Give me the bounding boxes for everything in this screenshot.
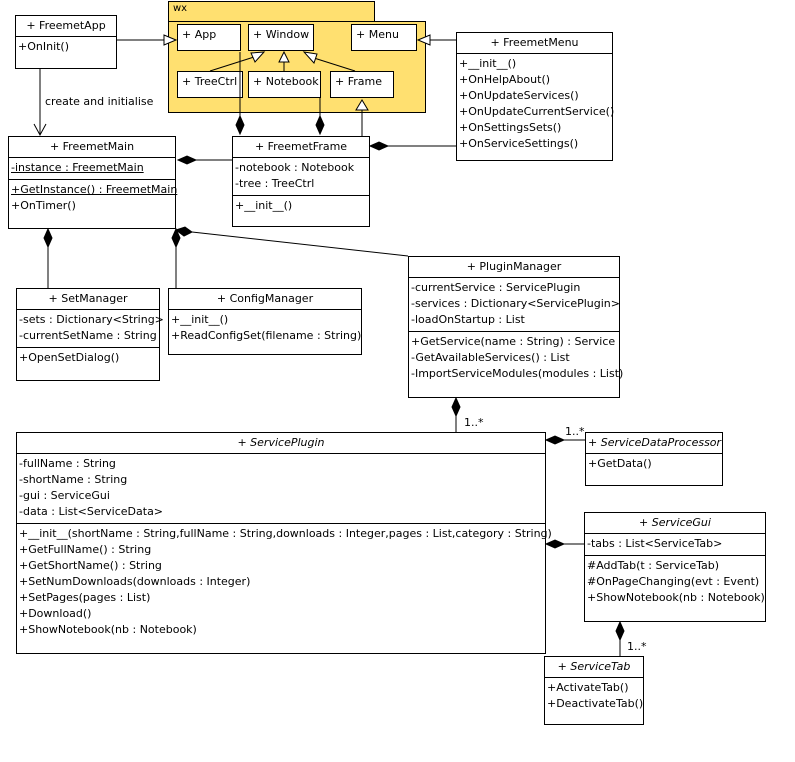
class-freemet-menu[interactable]: + FreemetMenu +__init__() +OnHelpAbout()…: [456, 32, 615, 161]
method: +SetNumDownloads(downloads : Integer): [19, 575, 251, 588]
class-notebook[interactable]: + Notebook: [248, 71, 321, 98]
hollow-triangle-icon: [416, 34, 431, 46]
method: +GetShortName() : String: [19, 559, 162, 572]
attribute: -notebook : Notebook: [235, 161, 355, 174]
method: -GetAvailableServices() : List: [411, 351, 570, 364]
class-plugin-manager[interactable]: + PluginManager -currentService : Servic…: [408, 256, 624, 398]
filled-diamond-icon: [174, 226, 193, 237]
method: +OpenSetDialog(): [19, 351, 120, 364]
hollow-triangle-icon: [278, 50, 290, 63]
attribute: -data : List<ServiceData>: [19, 505, 164, 518]
filled-diamond-icon: [235, 114, 245, 136]
generalization-frame: [313, 57, 356, 72]
hollow-triangle-icon: [355, 99, 369, 111]
method: +GetData(): [588, 457, 652, 470]
open-arrow-icon: [33, 123, 47, 137]
method: +ShowNotebook(nb : Notebook): [19, 623, 197, 636]
multiplicity-tabs: 1..*: [627, 640, 647, 653]
generalization-treectrl: [209, 56, 255, 72]
filled-diamond-icon: [544, 435, 566, 445]
method: #AddTab(t : ServiceTab): [587, 559, 720, 572]
class-service-gui[interactable]: + ServiceGui -tabs : List<ServiceTab> #A…: [584, 512, 766, 622]
class-freemet-main[interactable]: + FreemetMain -instance : FreemetMain +G…: [8, 136, 178, 229]
class-title: + FreemetFrame: [233, 137, 369, 158]
method: +OnUpdateServices(): [459, 89, 579, 102]
class-service-tab[interactable]: + ServiceTab +ActivateTab() +DeactivateT…: [544, 656, 644, 725]
filled-diamond-icon: [615, 620, 625, 642]
method: +OnHelpAbout(): [459, 73, 551, 86]
attribute: -instance : FreemetMain: [11, 161, 144, 174]
multiplicity-processor: 1..*: [565, 425, 585, 438]
class-window[interactable]: + Window: [248, 24, 314, 51]
class-title: + PluginManager: [409, 257, 619, 278]
class-menu[interactable]: + Menu: [351, 24, 417, 51]
method: +ActivateTab(): [547, 681, 629, 694]
class-title: + FreemetMain: [9, 137, 175, 158]
method: +OnSettingsSets(): [459, 121, 562, 134]
attribute: -tabs : List<ServiceTab>: [587, 537, 723, 550]
class-title: + ServiceDataProcessor: [586, 433, 722, 454]
class-title: + FreemetMenu: [457, 33, 612, 54]
method: +GetInstance() : FreemetMain: [11, 183, 178, 196]
method: +__init__(): [459, 57, 517, 70]
class-frame[interactable]: + Frame: [330, 71, 394, 98]
class-treectrl[interactable]: + TreeCtrl: [177, 71, 243, 98]
multiplicity-plugins: 1..*: [464, 416, 484, 429]
method: +__init__(shortName : String,fullName : …: [19, 527, 552, 540]
method: +Download(): [19, 607, 92, 620]
composition-plugin-manager: [191, 231, 409, 257]
method: +OnInit(): [18, 40, 70, 53]
method: +OnUpdateCurrentService(): [459, 105, 615, 118]
attribute: -tree : TreeCtrl: [235, 177, 315, 190]
method: -ImportServiceModules(modules : List): [411, 367, 624, 380]
class-set-manager[interactable]: + SetManager -sets : Dictionary<String> …: [16, 288, 164, 381]
class-config-manager[interactable]: + ConfigManager +__init__() +ReadConfigS…: [168, 288, 362, 355]
hollow-triangle-icon: [163, 34, 178, 46]
method: +GetService(name : String) : Service: [411, 335, 616, 348]
attribute: -sets : Dictionary<String>: [19, 313, 164, 326]
attribute: -currentService : ServicePlugin: [411, 281, 581, 294]
method: +__init__(): [235, 199, 293, 212]
filled-diamond-icon: [544, 539, 566, 549]
class-title: + ConfigManager: [169, 289, 361, 310]
method: +DeactivateTab(): [547, 697, 644, 710]
class-title: + SetManager: [17, 289, 159, 310]
class-freemet-app[interactable]: + FreemetApp +OnInit(): [15, 15, 117, 69]
attribute: -fullName : String: [19, 457, 116, 470]
method: #OnPageChanging(evt : Event): [587, 575, 760, 588]
method: +OnTimer(): [11, 199, 76, 212]
package-name: wx: [173, 3, 188, 14]
filled-diamond-icon: [43, 227, 53, 249]
class-freemet-frame[interactable]: + FreemetFrame -notebook : Notebook -tre…: [232, 136, 370, 227]
method: +ReadConfigSet(filename : String): [171, 329, 362, 342]
class-title: + FreemetApp: [16, 16, 116, 37]
class-title: + ServiceGui: [585, 513, 765, 534]
class-title: + ServicePlugin: [17, 433, 545, 454]
class-title: + ServiceTab: [545, 657, 643, 678]
attribute: -loadOnStartup : List: [411, 313, 525, 326]
filled-diamond-icon: [451, 396, 461, 418]
method: +__init__(): [171, 313, 229, 326]
class-app[interactable]: + App: [177, 24, 241, 51]
filled-diamond-icon: [171, 227, 181, 249]
create-label: create and initialise: [45, 95, 154, 108]
attribute: -services : Dictionary<ServicePlugin>: [411, 297, 620, 310]
attribute: -shortName : String: [19, 473, 128, 486]
filled-diamond-icon: [368, 141, 390, 151]
class-service-data-processor[interactable]: + ServiceDataProcessor +GetData(): [585, 432, 723, 486]
filled-diamond-icon: [176, 155, 198, 165]
method: +SetPages(pages : List): [19, 591, 151, 604]
attribute: -currentSetName : String: [19, 329, 157, 342]
filled-diamond-icon: [315, 114, 325, 136]
attribute: -gui : ServiceGui: [19, 489, 110, 502]
method: +ShowNotebook(nb : Notebook): [587, 591, 765, 604]
method: +GetFullName() : String: [19, 543, 152, 556]
class-service-plugin[interactable]: + ServicePlugin -fullName : String -shor…: [16, 432, 552, 654]
hollow-triangle-icon: [302, 51, 318, 64]
method: +OnServiceSettings(): [459, 137, 579, 150]
hollow-triangle-icon: [250, 51, 266, 63]
